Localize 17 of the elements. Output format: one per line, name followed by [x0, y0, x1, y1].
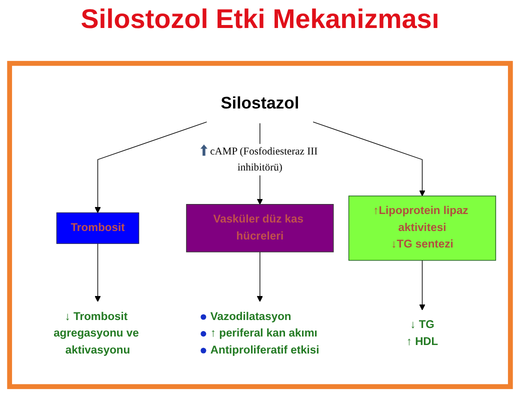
node-label: ↑ periferal kan akımı: [210, 328, 318, 340]
cluster: [7, 60, 513, 390]
node-box: Trombosit: [56, 212, 140, 244]
node-box: ↑Lipoprotein lipaz aktivitesi ↓TG sentezi: [348, 196, 496, 261]
node-text: ↓ TG ↑ HDL: [406, 319, 438, 348]
node-text: ↓ Trombosit agregasyonu ve aktivasyonu: [54, 310, 139, 356]
arrow: [419, 260, 426, 310]
arrow: [94, 122, 208, 214]
node-text: Silostazol: [220, 94, 300, 113]
diagram-title: Silostozol Etki Mekanizması: [80, 4, 440, 35]
arrow: [94, 243, 101, 302]
arrow: [256, 252, 263, 302]
node-box: Vasküler düz kas hücreleri: [186, 204, 334, 252]
node-label: Antiproliferatif etkisi: [210, 344, 320, 356]
edge-label: cAMP (Fosfodiesteraz III inhibitörü): [210, 146, 318, 173]
arrow: [312, 122, 426, 196]
node-label: Vazodilatasyon: [210, 310, 292, 323]
